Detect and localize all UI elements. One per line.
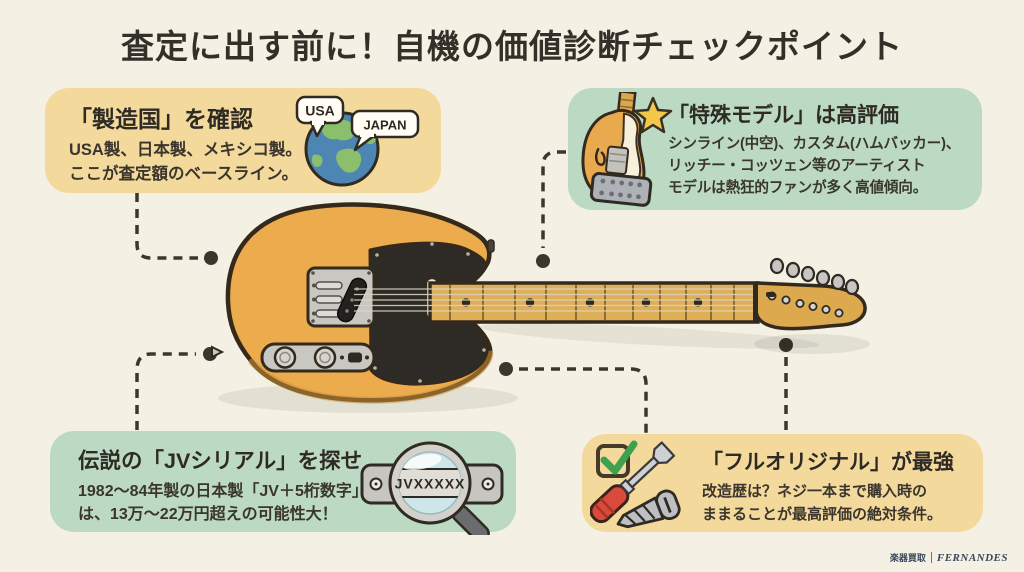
- string-tree: [766, 292, 775, 297]
- panel-jv-heading: 伝説の「JVシリアル」を探せ: [78, 449, 363, 473]
- original-parts-icons: [590, 440, 681, 529]
- star-icon: [633, 96, 673, 134]
- panel-origin-heading: 「製造国」を確認: [69, 106, 253, 132]
- panel-special-body: シンライン(中空)、カスタム(ハムバッカー)、 リッチー・コッツェン等のアーティ…: [668, 136, 961, 196]
- pickguard-screws: [373, 242, 486, 383]
- magnifier-icon: JVXXXXX: [360, 441, 504, 535]
- bridge-plate: [306, 266, 376, 328]
- control-plate: [260, 342, 376, 373]
- brand-jp-label: 楽器買取: [889, 553, 926, 563]
- strap-button-icon: [487, 239, 495, 253]
- strap-button-icon: [211, 345, 225, 359]
- thinline-guitar-icon: [581, 92, 673, 207]
- page-title: 査定に出す前に！自機の価値診断チェックポイント: [121, 28, 903, 65]
- panel-jv-serial: 伝説の「JVシリアル」を探せ 1982〜84年製の日本製「JV＋5桁数字」 は、…: [50, 431, 516, 535]
- svg-text:JAPAN: JAPAN: [363, 118, 406, 133]
- screwdriver-icon: [590, 441, 676, 524]
- connector-line: [135, 150, 788, 433]
- strings: [354, 288, 754, 312]
- panel-original-body: 改造歴は？ネジ一本まで購入時の ままることが最高評価の絶対条件。: [702, 483, 943, 523]
- checkbox-icon: [596, 440, 638, 478]
- panel-jv-body: 1982〜84年製の日本製「JV＋5桁数字」 は、13万〜22万円超えの可能性大…: [78, 483, 368, 524]
- panel-origin-body: USA製、日本製、メキシコ製。 ここが査定額のベースライン。: [69, 141, 302, 183]
- speech-bubble-japan: JAPAN: [350, 109, 420, 152]
- brand-divider: [930, 552, 932, 563]
- speech-bubble-usa: USA: [295, 95, 345, 138]
- serial-text: JVXXXXX: [395, 476, 466, 492]
- panel-full-original: 「フルオリジナル」が最強 改造歴は？ネジ一本まで購入時の ままることが最高評価の…: [582, 434, 983, 532]
- brand-en-label: FERNANDES: [936, 551, 1008, 564]
- panel-original-heading: 「フルオリジナル」が最強: [702, 451, 954, 474]
- svg-text:USA: USA: [305, 103, 335, 119]
- body-shading: [248, 350, 494, 404]
- globe-icon: USA JAPAN: [295, 95, 420, 187]
- f-hole: [594, 148, 606, 166]
- panel-special-heading: 「特殊モデル」は高評価: [668, 104, 899, 127]
- screw-icon: [616, 489, 681, 529]
- check-mark-icon: [600, 440, 638, 475]
- tuner-icons: [767, 257, 860, 318]
- nut: [753, 283, 758, 322]
- brand-logo: 楽器買取 FERNANDES: [890, 551, 1008, 564]
- panel-origin-check: 「製造国」を確認 USA製、日本製、メキシコ製。 ここが査定額のベースライン。 …: [45, 88, 441, 193]
- panel-special-model: 「特殊モデル」は高評価 シンライン(中空)、カスタム(ハムバッカー)、 リッチー…: [568, 88, 982, 210]
- headstock: [753, 257, 867, 331]
- humbucker-pickup: [589, 172, 653, 207]
- connector-dot: [203, 251, 793, 376]
